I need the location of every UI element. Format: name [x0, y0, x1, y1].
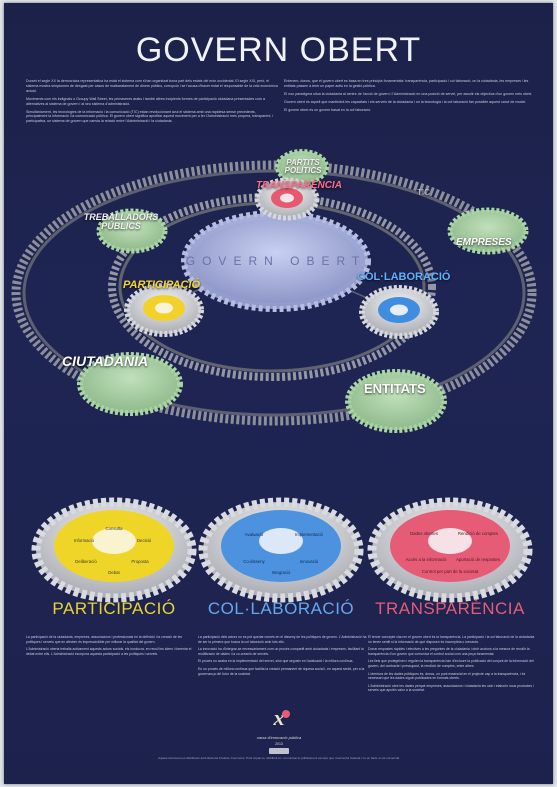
- license-badge-icon: [269, 748, 289, 754]
- collaboracio-label: COL·LABORACIÓ: [357, 271, 451, 283]
- intro-paragraph: El nou paradigma situa la ciutadania al …: [284, 91, 533, 96]
- section-paragraph: L'obertura de les dades públiques és, do…: [368, 671, 526, 681]
- gear-word: Innovació: [300, 559, 319, 564]
- section-paragraph: La participació dels actors no es pot qu…: [198, 635, 367, 644]
- center-gear-label: GOVERN OBERT: [186, 254, 366, 268]
- section-text-collaboracio: La participació dels actors no es pot qu…: [198, 635, 368, 679]
- xip-logo-icon: x: [273, 705, 290, 730]
- outer-gear-ring-inner: [22, 169, 526, 417]
- footer-logo: x xarxa d'innovació pública 2013: [256, 705, 302, 754]
- section-paragraph: Donar respostes ràpides i efectives a le…: [368, 647, 530, 656]
- section-paragraph: La participació de la ciutadania, empres…: [26, 635, 183, 644]
- gear-word: Avaluació: [245, 532, 264, 537]
- gear-word: Informació: [74, 538, 95, 543]
- intro-paragraph: Durant el segle XX la democràcia represe…: [26, 79, 278, 93]
- intro-paragraph: Govern obert és aquell que mantindrà les…: [284, 99, 527, 104]
- treballadors-publics-label: TREBALLADORS PÚBLICS: [83, 212, 159, 231]
- gear-empreses: [447, 207, 529, 255]
- tic-label: TIC: [417, 188, 430, 197]
- footnote: Aquest document es distribueix amb llicè…: [158, 756, 400, 760]
- ciutadania-label: CIUTADANIA: [62, 353, 149, 369]
- section-paragraph: L'Administració oberta treballa activame…: [26, 647, 192, 656]
- intro-text-right: Entenem, doncs, que el govern obert es b…: [284, 79, 536, 116]
- section-paragraph: En un procés de millora continua que fac…: [198, 666, 365, 676]
- empreses-label: EMPRESES: [456, 237, 512, 248]
- gear-collaboracio: [359, 285, 439, 339]
- intro-text-left: Durant el segle XX la democràcia represe…: [26, 79, 278, 127]
- gear-ciutadania: [77, 352, 183, 416]
- outer-gear-ring: [11, 160, 537, 426]
- gear-word: Integració: [272, 570, 291, 575]
- gear-word: Debat: [108, 570, 120, 575]
- transparencia-label: TRANSPARÈNCIA: [256, 180, 342, 191]
- footer-logo-text: xarxa d'innovació pública: [256, 735, 302, 740]
- gear-word: Aportació de respostes: [456, 557, 500, 562]
- section-gear-collaboracio: [198, 497, 364, 603]
- footer-logo-year: 2013: [275, 742, 283, 746]
- section-text-participacio: La participació de la ciutadania, empres…: [26, 635, 196, 659]
- gear-treballadors-publics: [96, 208, 168, 254]
- section-paragraph: La innovació ha d'integrar-se necessària…: [198, 647, 364, 656]
- gear-word: Accés a la informació: [406, 557, 447, 562]
- gear-word: Deliberació: [75, 559, 97, 564]
- section-gear-participacio: [31, 497, 197, 603]
- intro-paragraph: Moviments com els indignats o Occupy Wal…: [26, 96, 265, 106]
- section-paragraph: L'Administració obre les dades perquè em…: [368, 683, 534, 693]
- svg-text:x: x: [273, 705, 285, 730]
- gear-word: Consulta: [106, 526, 124, 531]
- gear-word: Decisió: [137, 538, 152, 543]
- gear-word: Co-disseny: [243, 559, 265, 564]
- intro-paragraph: Simultàniament, les tecnologies de la in…: [26, 109, 274, 124]
- section-paragraph: El tercer concepte clau en el govern obe…: [368, 635, 535, 644]
- participacio-label: PARTICIPACIÓ: [123, 279, 201, 291]
- poster: GOVERN OBERT Durant el segle XX la democ…: [4, 3, 553, 784]
- gear-participacio: [124, 283, 204, 337]
- gear-word: Rendició de comptes: [458, 531, 498, 536]
- section-paragraph: El procés no acaba en la implementació d…: [198, 659, 354, 664]
- intro-paragraph: El govern obert és un govern basat en la…: [284, 107, 372, 112]
- section-text-transparencia: El tercer concepte clau en el govern obe…: [368, 635, 538, 696]
- section-title-participacio: PARTICIPACIÓ: [52, 599, 176, 618]
- section-title-transparencia: TRANSPARÈNCIA: [375, 599, 525, 618]
- gear-word: Implementació: [295, 532, 324, 537]
- section-title-collaboracio: COL·LABORACIÓ: [207, 599, 355, 618]
- govern-obert-diagram: GOVERN OBERT: [11, 149, 537, 603]
- section-gear-transparencia: [367, 497, 533, 603]
- gear-entitats: [345, 369, 447, 433]
- gear-word: Dades obertes: [410, 531, 438, 536]
- poster-title: GOVERN OBERT: [135, 31, 422, 69]
- gear-transparencia: [254, 177, 320, 221]
- intro-paragraph: Entenem, doncs, que el govern obert es b…: [284, 79, 529, 88]
- partits-politics-label: PARTITS POLÍTICS: [284, 158, 322, 175]
- entitats-label: ENTITATS: [364, 381, 426, 396]
- gear-word: Control per part de la societat: [422, 569, 479, 574]
- section-paragraph: Les lleis que protegeixen i regulen la t…: [368, 659, 534, 668]
- gear-word: Proposta: [131, 559, 149, 564]
